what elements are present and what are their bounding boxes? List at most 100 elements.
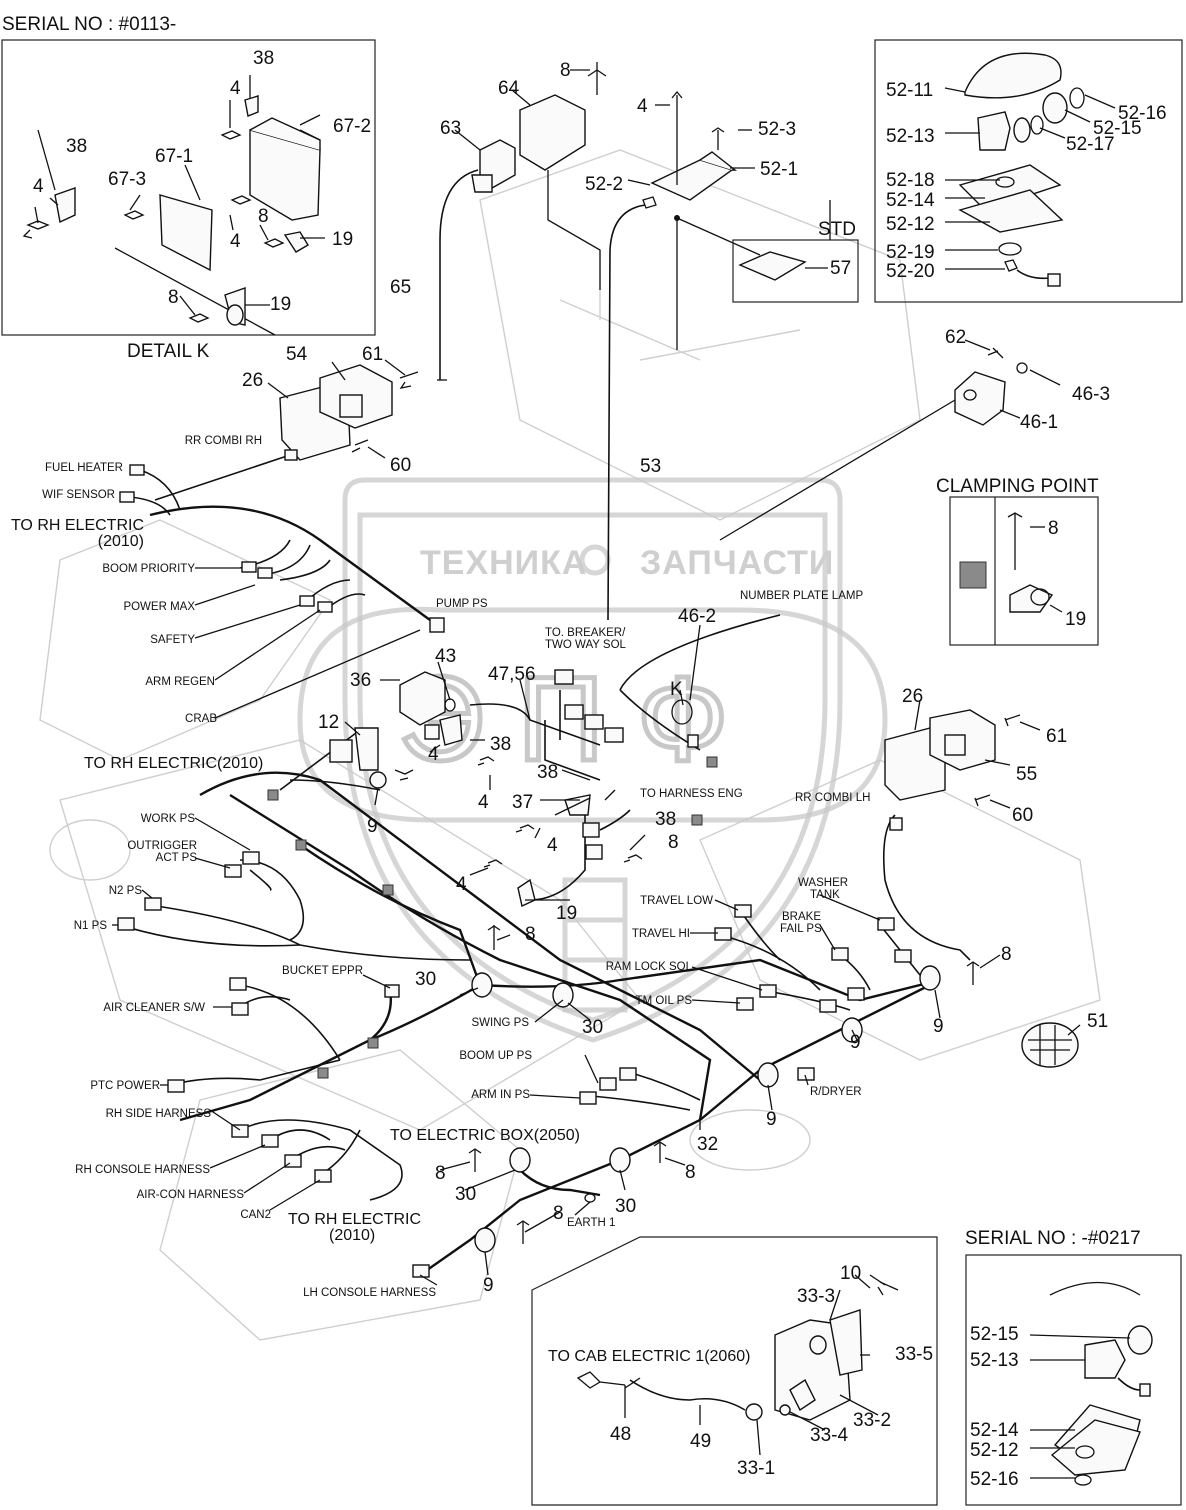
- connector-label: RR COMBI LH: [795, 792, 870, 804]
- connector-label: N2 PS: [109, 885, 143, 897]
- part-number: 52-13: [886, 126, 935, 147]
- part-number: 30: [615, 1196, 636, 1217]
- part-number: 52-11: [886, 80, 933, 101]
- connector-label: RAM LOCK SOL: [606, 961, 693, 973]
- connector-label: ACT PS: [156, 852, 198, 864]
- part-number: 52-18: [886, 170, 935, 191]
- part-number: 8: [525, 924, 536, 945]
- leader-lines: [112, 200, 1081, 1456]
- part-number: 8: [553, 1203, 564, 1224]
- part-number: 54: [286, 344, 308, 365]
- part-number: 8: [258, 206, 269, 227]
- std-box: [732, 239, 859, 303]
- connector-label: LH CONSOLE HARNESS: [303, 1287, 436, 1299]
- part-number: 26: [902, 686, 923, 707]
- part-number: 26: [242, 370, 263, 391]
- part-number: 63: [440, 118, 461, 139]
- part-number: 52-12: [970, 1440, 1019, 1461]
- part-number: K: [670, 679, 683, 700]
- part-number: 52-14: [886, 190, 935, 211]
- connector-label: WASHER: [798, 877, 848, 889]
- part-number: 8: [668, 832, 679, 853]
- part-number: 4: [637, 96, 648, 117]
- watermark-text: ТЕХНИКА: [420, 544, 587, 582]
- part-number: 52-19: [886, 242, 935, 263]
- part-number: 38: [253, 48, 274, 69]
- detail-k-title: DETAIL K: [127, 341, 210, 362]
- part-number: 30: [582, 1017, 603, 1038]
- connector-label: EARTH 1: [567, 1217, 615, 1229]
- clamping-point-title: CLAMPING POINT: [936, 476, 1099, 497]
- part-number: 4: [33, 176, 44, 197]
- part-number: 4: [230, 231, 241, 252]
- part-number: 36: [350, 670, 371, 691]
- part-number: 9: [766, 1109, 777, 1130]
- connector-label: ARM REGEN: [145, 676, 215, 688]
- cover-assembly-box: [874, 39, 1183, 303]
- part-number: 61: [1046, 726, 1067, 747]
- part-number: 9: [933, 1016, 944, 1037]
- connector-label: TANK: [810, 889, 840, 901]
- lamp-assembly-63-64: [437, 62, 607, 381]
- connector-label: WORK PS: [141, 813, 196, 825]
- part-number: 4: [428, 744, 439, 765]
- part-number: 38: [537, 762, 558, 783]
- connector-label: TRAVEL HI: [632, 928, 690, 940]
- part-number: 8: [1048, 518, 1059, 539]
- connector-label: TO ELECTRIC BOX(2050): [390, 1127, 580, 1144]
- connector-label: AIR-CON HARNESS: [137, 1189, 245, 1201]
- part-number: 4: [478, 792, 489, 813]
- part-number: 52-16: [1118, 103, 1167, 124]
- connector-label: WIF SENSOR: [42, 489, 115, 501]
- part-number: 64: [498, 78, 520, 99]
- part-number: 38: [490, 734, 511, 755]
- connector-label: R/DRYER: [810, 1086, 862, 1098]
- connector-label: ARM IN PS: [471, 1089, 530, 1101]
- part-number: 32: [697, 1134, 718, 1155]
- cover-assembly-box-old: [965, 1254, 1182, 1506]
- connector-label: (2010): [98, 533, 144, 550]
- part-number: 33-3: [797, 1286, 835, 1307]
- part-number: 49: [690, 1431, 711, 1452]
- connector-label: SWING PS: [471, 1017, 529, 1029]
- std-title: STD: [818, 219, 856, 240]
- part-number: 9: [367, 816, 378, 837]
- part-number: 8: [1001, 944, 1012, 965]
- part-number: 12: [318, 712, 339, 733]
- detail-k-box: [1, 39, 376, 336]
- part-number: 8: [685, 1162, 696, 1183]
- part-number: 57: [830, 258, 851, 279]
- part-number: 52-15: [970, 1324, 1019, 1345]
- part-number: 19: [270, 294, 291, 315]
- connector-label: TM OIL PS: [636, 995, 693, 1007]
- part-number: 67-2: [333, 116, 371, 137]
- part-number: 8: [435, 1163, 446, 1184]
- part-number: 30: [415, 969, 436, 990]
- connector-label: BRAKE: [782, 911, 821, 923]
- svg-text:ЗАПЧАСТИ: ЗАПЧАСТИ: [640, 544, 834, 582]
- part-number: 52-13: [970, 1350, 1019, 1371]
- part-number: 4: [547, 835, 558, 856]
- part-number: 47,56: [488, 664, 536, 685]
- connector-label: BOOM PRIORITY: [102, 563, 195, 575]
- connector-label: RR COMBI RH: [185, 435, 262, 447]
- part-number: 52-2: [585, 174, 623, 195]
- number-plate-lamp: [719, 339, 1061, 541]
- connector-label: AIR CLEANER S/W: [103, 1002, 205, 1014]
- part-number: 38: [655, 809, 676, 830]
- connector-label: FUEL HEATER: [45, 462, 123, 474]
- part-number: 8: [168, 287, 179, 308]
- connector-label: TO. BREAKER/: [545, 627, 626, 639]
- connector-label: POWER MAX: [123, 601, 195, 613]
- connector-label: TO HARNESS ENG: [640, 788, 743, 800]
- part-number: 33-2: [853, 1410, 891, 1431]
- connector-label: CAN2: [240, 1209, 271, 1221]
- part-number: 55: [1016, 764, 1037, 785]
- connector-label: CRAB: [185, 713, 217, 725]
- part-number: 52-16: [970, 1469, 1019, 1490]
- part-number: 8: [560, 60, 571, 81]
- part-number: 19: [556, 903, 577, 924]
- part-number: 61: [362, 344, 383, 365]
- connector-label: N1 PS: [74, 920, 108, 932]
